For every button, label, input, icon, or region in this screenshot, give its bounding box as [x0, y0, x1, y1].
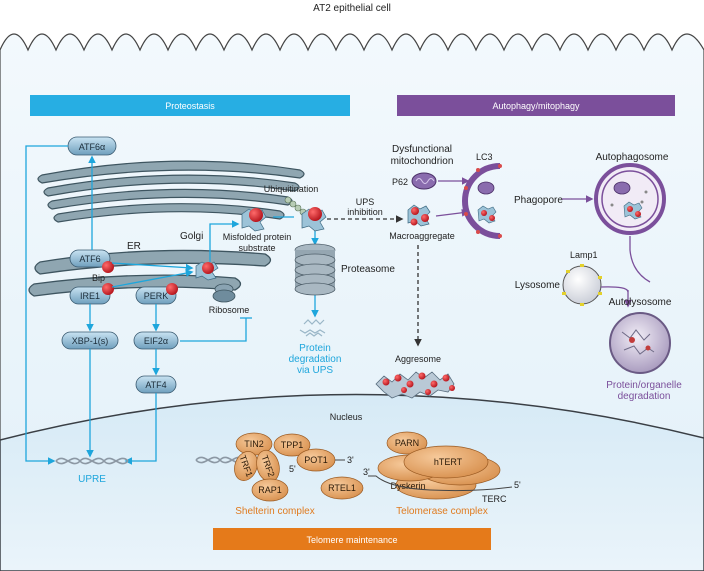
trf1-node: [234, 451, 258, 481]
dysfunctional-label-2: mitochondrion: [391, 156, 454, 167]
golgi-label: Golgi: [180, 231, 203, 242]
terc-label: TERC: [482, 494, 507, 504]
telomerase-label: Telomerase complex: [396, 506, 488, 517]
bip-label: Bip: [92, 273, 105, 283]
tin2-label: TIN2: [244, 439, 264, 449]
autophagosome: [594, 163, 666, 235]
fusion-arrow: [629, 236, 651, 283]
proteasome: [294, 243, 336, 296]
golgi: [37, 160, 305, 223]
phagopore: [462, 163, 501, 239]
cell-label: AT2 epithelial cell: [313, 3, 391, 14]
misfolded-label-2: substrate: [238, 243, 275, 253]
atf6-node: [69, 249, 111, 268]
lysosome-label: Lysosome: [515, 280, 561, 291]
ups-degradation-3: via UPS: [297, 365, 333, 376]
dysfunctional-mitochondrion: [411, 172, 437, 190]
parn-label: PARN: [395, 438, 419, 448]
proteostasis-header: [30, 95, 350, 116]
shelterin-label: Shelterin complex: [235, 506, 314, 517]
tpp1-label: TPP1: [281, 440, 304, 450]
parn-node: [386, 431, 428, 455]
rap1-node: [251, 478, 289, 502]
aggresome: [375, 371, 455, 399]
upre-label: UPRE: [78, 474, 106, 485]
pot1-label: POT1: [304, 455, 328, 465]
ubiquitinated-substrate: [301, 207, 327, 232]
proteasome-label: Proteasome: [341, 264, 395, 275]
macroaggregate-label: Macroaggregate: [389, 231, 455, 241]
ups-inhibition-label-2: inhibition: [347, 207, 383, 217]
telomerase-3prime: 3': [363, 467, 370, 477]
autophagosome-label: Autophagosome: [596, 152, 669, 163]
rtel1-label: RTEL1: [328, 483, 356, 493]
ups-inhibition-label-1: UPS: [356, 197, 375, 207]
bip-protein: [102, 261, 114, 273]
telomere-header-label: Telomere maintenance: [306, 535, 397, 545]
macroaggregate: [407, 204, 431, 227]
ribosome: [212, 283, 236, 303]
telomerase-5prime: 5': [514, 480, 521, 490]
shelterin-complex: [234, 432, 336, 502]
tpp1-node: [273, 433, 311, 457]
telomere-header: [213, 528, 491, 550]
atf4-label: ATF4: [145, 380, 166, 390]
autolysosome-label: Autolysosome: [609, 297, 672, 308]
ups-degradation-2: degradation: [289, 354, 342, 365]
ire1-label: IRE1: [80, 291, 100, 301]
misfolded-protein-substrate: [241, 208, 267, 232]
lamp1-label: Lamp1: [570, 250, 598, 260]
organelle-degradation-1: Protein/organelle: [606, 380, 682, 391]
dyskerin-label: Dyskerin: [390, 481, 425, 491]
autolysosome: [609, 312, 671, 374]
proteostasis-arrows: [25, 145, 319, 465]
xbp1-label: XBP-1(s): [72, 336, 109, 346]
aggresome-label: Aggresome: [395, 354, 441, 364]
bip-protein-2: [102, 283, 114, 295]
perk-bip: [166, 283, 178, 295]
nucleus-label: Nucleus: [330, 412, 363, 422]
terc-rna: [368, 475, 513, 492]
eif2a-label: EIF2α: [144, 336, 168, 346]
phagopore-label: Phagopore: [514, 195, 563, 206]
atf6-label: ATF6: [79, 254, 100, 264]
atf6a-label: ATF6α: [79, 142, 106, 152]
rap1-label: RAP1: [258, 485, 282, 495]
er-label: ER: [127, 241, 141, 252]
autophagy-header: [397, 95, 675, 116]
aggregate-to-phagopore-arrow: [435, 208, 470, 217]
shelterin-3prime: 3': [347, 455, 354, 465]
p62-label: P62: [392, 177, 408, 187]
upre-dna: [55, 457, 129, 465]
lc3-label: LC3: [476, 152, 493, 162]
telomerase-complex: [377, 445, 501, 500]
lc3-dots: [464, 164, 502, 238]
perk-label: PERK: [144, 291, 169, 301]
phagopore-cargo: [477, 181, 497, 224]
degraded-peptides: [299, 319, 326, 337]
ribosome-label: Ribosome: [209, 305, 250, 315]
rtel1-node: [320, 476, 364, 500]
misfolded-label-1: Misfolded protein: [223, 232, 292, 242]
dysfunctional-label-1: Dysfunctional: [392, 144, 452, 155]
proteostasis-header-label: Proteostasis: [165, 101, 215, 111]
ubiquitination-label: Ubiquitination: [264, 184, 319, 194]
autophagy-header-label: Autophagy/mitophagy: [492, 101, 580, 111]
misfolded-protein-er: [195, 261, 219, 281]
htert-label: hTERT: [434, 457, 463, 467]
ups-degradation-1: Protein: [299, 343, 331, 354]
shelterin-5prime: 5': [289, 464, 296, 474]
organelle-degradation-2: degradation: [618, 391, 671, 402]
lysosome: [562, 264, 602, 306]
